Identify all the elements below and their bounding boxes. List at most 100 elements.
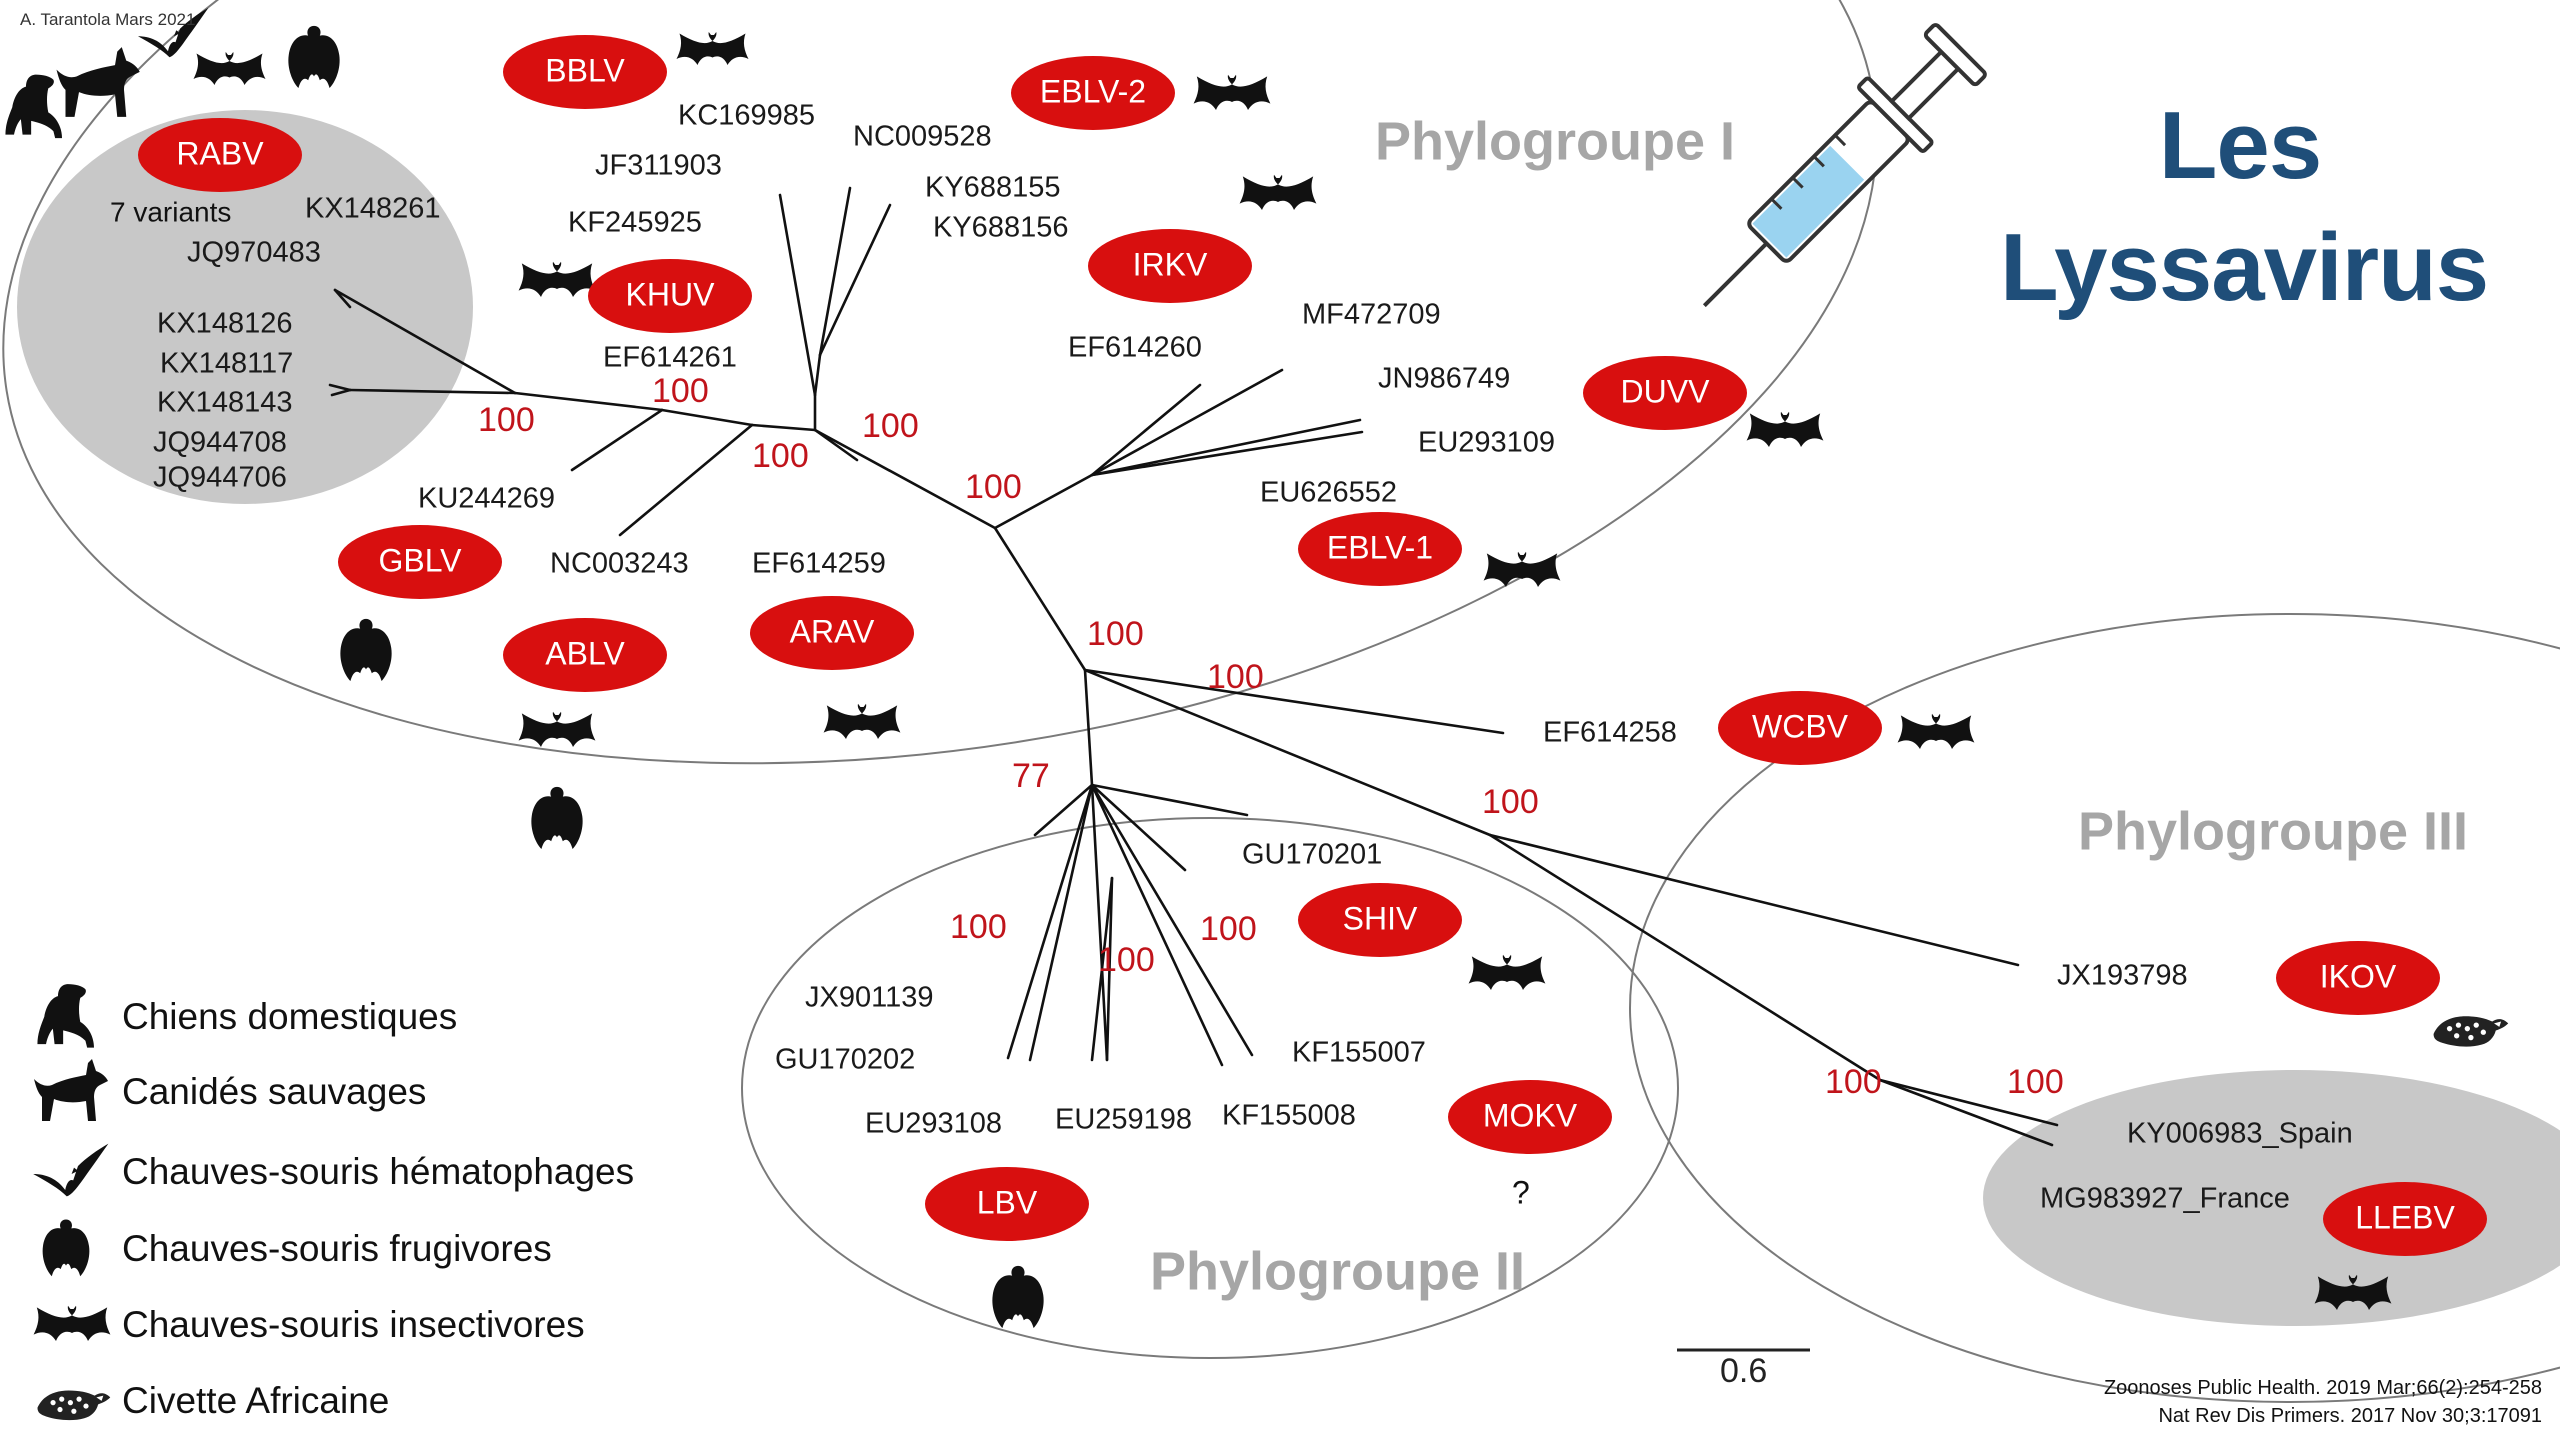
accession-label: MF472709: [1302, 299, 1441, 331]
syringe-icon: [1702, 23, 1987, 308]
insectivorous-bat-icon: [1746, 411, 1824, 447]
bootstrap-value: 100: [1207, 658, 1264, 696]
insectivorous-bat-icon: [676, 32, 749, 65]
phylogroup-label: Phylogroupe II: [1150, 1241, 1525, 1301]
phylogroup-labels: Phylogroupe I Phylogroupe II Phylogroupe I…: [1150, 111, 2468, 1301]
accession-label: EU293108: [865, 1108, 1002, 1140]
bootstrap-value: 100: [478, 401, 535, 439]
insectivorous-bat-icon: [1483, 551, 1561, 587]
accession-label: JX193798: [2057, 960, 2188, 992]
reference-1: Zoonoses Public Health. 2019 Mar;66(2):2…: [2103, 1377, 2542, 1399]
virus-badge-shape: [138, 118, 302, 192]
accession-label: KX148143: [157, 387, 292, 419]
author-credit: A. Tarantola Mars 2021: [20, 10, 196, 29]
accession-label: JN986749: [1378, 363, 1510, 395]
insectivorous-bat-icon: [1897, 713, 1975, 749]
virus-name: RABV: [176, 135, 264, 171]
accession-label: NC009528: [853, 121, 992, 153]
reference-2: Nat Rev Dis Primers. 2017 Nov 30;3:17091: [2158, 1405, 2542, 1427]
accession-label: JQ970483: [187, 237, 321, 269]
accession-label: EU293109: [1418, 427, 1555, 459]
bootstrap-value: 100: [862, 407, 919, 445]
bootstrap-value: 100: [965, 468, 1022, 506]
virus-badge-shape: [338, 525, 502, 599]
unknown-host-mark: ?: [1512, 1174, 1530, 1210]
virus-badge: IRKV: [1088, 229, 1252, 303]
virus-badge-shape: [1583, 356, 1747, 430]
accession-label: KY688155: [925, 172, 1060, 204]
page-title: Les Lyssavirus: [2000, 85, 2489, 329]
virus-badge: SHIV: [1298, 883, 1462, 957]
virus-name: ABLV: [545, 635, 625, 671]
fruit-bat-icon: [288, 25, 340, 89]
virus-badge-shape: [503, 618, 667, 692]
virus-badge: ARAV: [750, 596, 914, 670]
phylogroup-2-boundary: [741, 817, 1679, 1359]
civet-icon: [37, 1390, 111, 1421]
accession-label: KX148261: [305, 193, 440, 225]
legend-item-insectivorous-bats: Chauves-souris insectivores: [30, 1288, 750, 1358]
vampire-bat-icon: [33, 1143, 109, 1197]
rabv-highlight: [17, 110, 473, 504]
tree-branches: [328, 186, 2059, 1147]
legend-label: Civette Africaine: [122, 1380, 390, 1421]
virus-name: MOKV: [1483, 1097, 1578, 1133]
accession-label: EF614258: [1543, 717, 1677, 749]
legend-label: Canidés sauvages: [122, 1071, 427, 1112]
virus-name: EBLV-1: [1327, 529, 1433, 565]
insectivorous-bat-icon: [518, 711, 596, 747]
virus-badge: EBLV-1: [1298, 512, 1462, 586]
accession-label: KU244269: [418, 483, 555, 515]
insectivorous-bat-icon: [1468, 954, 1546, 990]
accession-label: JF311903: [595, 150, 722, 182]
virus-badge: MOKV: [1448, 1080, 1612, 1154]
dog-icon: [37, 984, 94, 1048]
virus-badge: GBLV: [338, 525, 502, 599]
insectivorous-bat-icon: [1193, 74, 1271, 110]
bootstrap-value: 100: [1098, 941, 1155, 979]
virus-badge: RABV: [138, 118, 302, 192]
bootstrap-value: 77: [1012, 757, 1050, 795]
virus-badge-shape: [750, 596, 914, 670]
virus-badge-shape: [1298, 512, 1462, 586]
virus-badge-shape: [1298, 883, 1462, 957]
accession-label: EU626552: [1260, 477, 1397, 509]
bootstrap-value: 100: [2007, 1063, 2064, 1101]
fruit-bat-icon: [992, 1265, 1044, 1329]
legend-label: Chauves-souris hématophages: [122, 1151, 635, 1192]
accession-label: EF614260: [1068, 332, 1202, 364]
virus-badges: RABVBBLVEBLV-2KHUVIRKVDUVVGBLVABLVARAVEB…: [138, 35, 2487, 1256]
title-line-1: Les: [2158, 92, 2322, 199]
phylogroup-label: Phylogroupe I: [1375, 111, 1735, 171]
virus-name: LBV: [977, 1184, 1038, 1220]
legend-label: Chiens domestiques: [122, 996, 458, 1037]
insectivorous-bat-icon: [1239, 174, 1317, 210]
accession-label: KX148117: [160, 348, 293, 380]
bootstrap-value: 100: [950, 908, 1007, 946]
accession-label: KY688156: [933, 212, 1068, 244]
accession-label: KC169985: [678, 100, 815, 132]
insectivorous-bat-icon: [518, 261, 596, 297]
accession-label: KF155008: [1222, 1100, 1356, 1132]
virus-name: BBLV: [545, 52, 625, 88]
legend-label: Chauves-souris frugivores: [122, 1228, 552, 1269]
accession-labels: KX148261JQ970483KX148126KX148117KX148143…: [153, 100, 2353, 1215]
virus-badge-shape: [1011, 56, 1175, 130]
virus-badge: DUVV: [1583, 356, 1747, 430]
accession-label: JQ944708: [153, 427, 287, 459]
accession-label: EF614259: [752, 548, 886, 580]
virus-badge: EBLV-2: [1011, 56, 1175, 130]
phylogroup-label: Phylogroupe III: [2078, 801, 2468, 861]
virus-name: SHIV: [1343, 900, 1418, 936]
legend-item-wild-canids: Canidés sauvages: [30, 1055, 750, 1125]
virus-badge-shape: [503, 35, 667, 109]
insectivorous-bat-icon: [33, 1305, 111, 1341]
bootstrap-value: 100: [1482, 783, 1539, 821]
virus-badge: LBV: [925, 1167, 1089, 1241]
virus-badge-shape: [1718, 691, 1882, 765]
virus-badge: IKOV: [2276, 941, 2440, 1015]
bootstrap-value: 100: [652, 372, 709, 410]
